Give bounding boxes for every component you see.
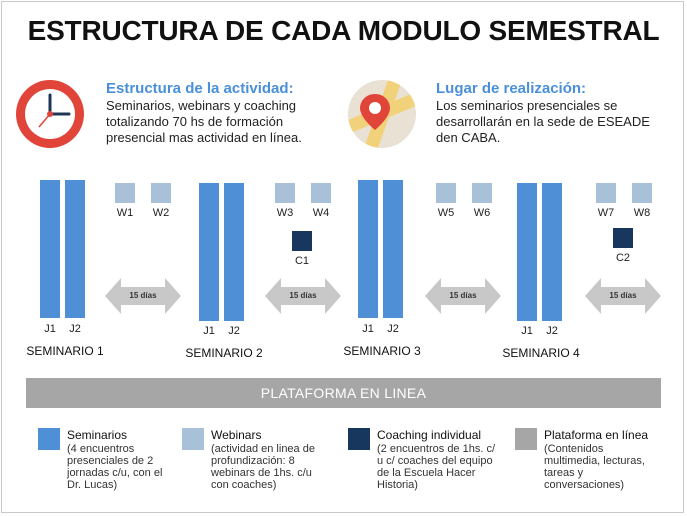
- location-line: desarrollarán en la sede de ESEADE: [436, 114, 650, 129]
- webinar-5-square: [436, 183, 456, 203]
- seminar-3-day-2-bar: [383, 180, 403, 318]
- coaching-2-label: C2: [615, 252, 631, 264]
- seminar-1-j2-label: J2: [69, 323, 81, 335]
- legend-line: u c/ coaches del equipo: [377, 455, 493, 467]
- legend-line: (actividad en linea de: [211, 443, 315, 455]
- seminar-1-j1-label: J1: [44, 323, 56, 335]
- legend-line: (Contenidos: [544, 443, 604, 455]
- location-line: Los seminarios presenciales se: [436, 98, 618, 113]
- activity-line: presencial mas actividad en línea.: [106, 130, 302, 145]
- legend-line: webinars de 1hs. c/u: [211, 467, 312, 479]
- location-text: Los seminarios presenciales se desarroll…: [436, 98, 650, 146]
- gap-arrow-2-label: 15 días: [289, 291, 317, 300]
- seminar-2-j2-label: J2: [228, 325, 240, 337]
- webinar-6-square: [472, 183, 492, 203]
- webinar-1-label: W1: [116, 207, 134, 219]
- location-heading: Lugar de realización:: [436, 80, 587, 97]
- webinar-4-label: W4: [312, 207, 330, 219]
- platform-bar: PLATAFORMA EN LINEA: [26, 378, 661, 408]
- webinar-2-square: [151, 183, 171, 203]
- seminar-2-label: SEMINARIO 2: [185, 346, 263, 360]
- gap-arrow-3-label: 15 días: [449, 291, 477, 300]
- gap-arrow-4: 15 días: [585, 278, 661, 314]
- activity-text: Seminarios, webinars y coaching totaliza…: [106, 98, 302, 146]
- seminar-3-day-1-bar: [358, 180, 378, 318]
- seminar-1-day-1-bar: [40, 180, 60, 318]
- webinar-1-square: [115, 183, 135, 203]
- legend-webinar-swatch: [182, 428, 204, 450]
- legend-seminar-swatch: [38, 428, 60, 450]
- gap-arrow-4-label: 15 días: [609, 291, 637, 300]
- seminar-2-day-1-bar: [199, 183, 219, 321]
- clock-icon: [16, 80, 84, 148]
- legend-line: (2 encuentros de 1hs. c/: [377, 443, 496, 455]
- webinar-7-square: [596, 183, 616, 203]
- seminar-1-label: SEMINARIO 1: [26, 344, 104, 358]
- legend-coaching-title: Coaching individual: [377, 428, 482, 442]
- seminar-4-day-2-bar: [542, 183, 562, 321]
- activity-line: totalizando 70 hs de formación: [106, 114, 284, 129]
- activity-line: Seminarios, webinars y coaching: [106, 98, 297, 113]
- seminar-2-j1-label: J1: [203, 325, 215, 337]
- legend-platform-desc: (Contenidos multimedia, lecturas, tareas…: [544, 443, 674, 491]
- seminar-1-day-2-bar: [65, 180, 85, 318]
- gap-arrow-1-label: 15 días: [129, 291, 157, 300]
- webinar-4-square: [311, 183, 331, 203]
- seminar-2-day-2-bar: [224, 183, 244, 321]
- seminar-4-j1-label: J1: [521, 325, 533, 337]
- webinar-5-label: W5: [437, 207, 455, 219]
- legend-line: Historia): [377, 479, 418, 491]
- gap-arrow-2: 15 días: [265, 278, 341, 314]
- seminar-4-label: SEMINARIO 4: [502, 346, 580, 360]
- webinar-7-label: W7: [597, 207, 615, 219]
- seminar-4-day-1-bar: [517, 183, 537, 321]
- seminar-3-j2-label: J2: [387, 323, 399, 335]
- legend-line: multimedia, lecturas,: [544, 455, 645, 467]
- legend-line: con coaches): [211, 479, 277, 491]
- location-line: den CABA.: [436, 130, 501, 145]
- coaching-1-label: C1: [294, 255, 310, 267]
- legend-coaching-swatch: [348, 428, 370, 450]
- legend-platform-swatch: [515, 428, 537, 450]
- gap-arrow-1: 15 días: [105, 278, 181, 314]
- legend-webinar-desc: (actividad en linea de profundización: 8…: [211, 443, 341, 491]
- legend-seminar-title: Seminarios: [67, 428, 128, 442]
- legend-webinar-title: Webinars: [211, 428, 262, 442]
- legend-line: profundización: 8: [211, 455, 295, 467]
- legend-line: de la Escuela Hacer: [377, 467, 476, 479]
- activity-heading: Estructura de la actividad:: [106, 80, 294, 97]
- legend-line: Dr. Lucas): [67, 479, 118, 491]
- legend-line: presenciales de 2: [67, 455, 154, 467]
- webinar-6-label: W6: [473, 207, 491, 219]
- legend-line: jornadas c/u, con el: [67, 467, 163, 479]
- legend-seminar-desc: (4 encuentros presenciales de 2 jornadas…: [67, 443, 197, 491]
- webinar-8-square: [632, 183, 652, 203]
- legend-line: (4 encuentros: [67, 443, 135, 455]
- gap-arrow-3: 15 días: [425, 278, 501, 314]
- webinar-8-label: W8: [633, 207, 651, 219]
- seminar-3-j1-label: J1: [362, 323, 374, 335]
- legend-line: tareas y: [544, 467, 584, 479]
- legend-coaching-desc: (2 encuentros de 1hs. c/ u c/ coaches de…: [377, 443, 507, 491]
- seminar-3-label: SEMINARIO 3: [343, 344, 421, 358]
- coaching-1-square: [292, 231, 312, 251]
- legend-platform-title: Plataforma en línea: [544, 428, 649, 442]
- page-title: ESTRUCTURA DE CADA MODULO SEMESTRAL: [27, 15, 660, 46]
- webinar-3-square: [275, 183, 295, 203]
- coaching-2-square: [613, 228, 633, 248]
- webinar-2-label: W2: [152, 207, 170, 219]
- legend-line: conversaciones): [544, 479, 625, 491]
- webinar-3-label: W3: [276, 207, 294, 219]
- map-pin-icon: [348, 80, 416, 148]
- seminar-4-j2-label: J2: [546, 325, 558, 337]
